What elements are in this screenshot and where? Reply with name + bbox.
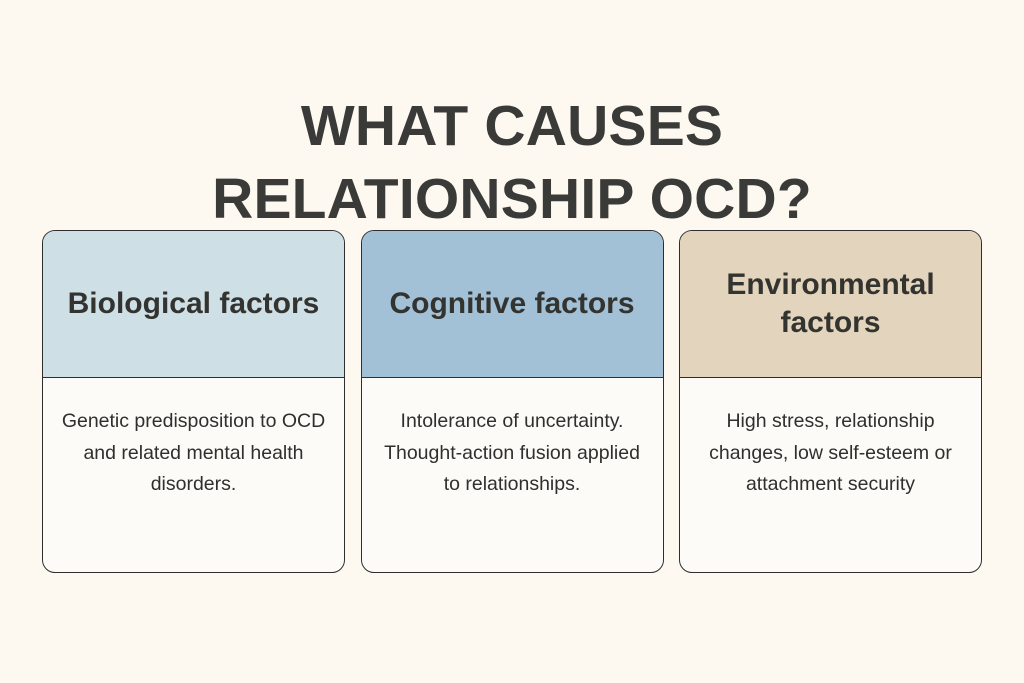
page-title-line-2: RELATIONSHIP OCD? xyxy=(212,167,812,232)
factor-card-biological: Biological factors Genetic predispositio… xyxy=(42,230,345,573)
factor-card-description: Intolerance of uncertainty. Thought-acti… xyxy=(384,410,640,496)
factor-cards-row: Biological factors Genetic predispositio… xyxy=(42,230,982,573)
factor-card-header-biological: Biological factors xyxy=(43,231,344,378)
factor-card-body-biological: Genetic predisposition to OCD and relate… xyxy=(43,378,344,572)
factor-card-description: Genetic predisposition to OCD and relate… xyxy=(61,410,326,496)
factor-card-description: High stress, relationship changes, low s… xyxy=(709,410,952,496)
factor-card-heading: Biological factors xyxy=(67,286,320,320)
factor-card-body-environmental: High stress, relationship changes, low s… xyxy=(680,378,981,572)
factor-card-header-cognitive: Cognitive factors xyxy=(361,231,663,378)
factor-card-header-environmental: Environmental factors xyxy=(680,231,981,378)
factor-card-heading: Environmental factors xyxy=(726,267,935,339)
page-title-line-1: WHAT CAUSES xyxy=(300,94,724,159)
factor-card-cognitive: Cognitive factors Intolerance of uncerta… xyxy=(360,230,664,573)
factor-card-body-cognitive: Intolerance of uncertainty. Thought-acti… xyxy=(362,378,663,572)
factor-card-heading: Cognitive factors xyxy=(389,286,635,320)
factor-card-environmental: Environmental factors High stress, relat… xyxy=(679,230,982,573)
page-title: WHAT CAUSES RELATIONSHIP OCD? xyxy=(0,90,1024,236)
